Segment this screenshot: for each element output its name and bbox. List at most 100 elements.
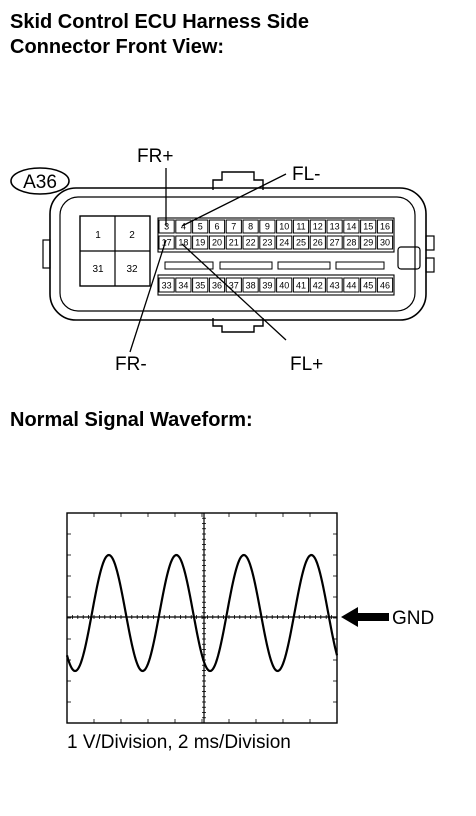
pin-row-1: 3 4 5 6 7 8 9 10 11 12 13 14 15 16 [158,219,394,234]
gnd-label: GND [392,608,434,629]
pin-label: 12 [313,222,323,232]
pin-label: 3 [164,222,169,232]
pin-label: 33 [162,281,172,291]
pin-label: 11 [296,222,305,232]
pin-label: 20 [212,238,222,248]
pin-9: 9 [259,219,276,234]
pin-25: 25 [292,235,310,250]
pin-37: 37 [225,277,242,293]
pin-45: 45 [360,277,377,293]
pin-24: 24 [276,235,293,250]
pin-8: 8 [242,219,259,234]
fl-plus-leader [181,243,287,341]
pin-label: 39 [262,281,272,291]
pin-label: 46 [380,281,390,291]
pin-14: 14 [343,219,360,234]
pin-18: 18 [175,235,192,250]
pin-19: 19 [192,235,209,250]
pin-label: 45 [363,281,373,291]
pin-label: 5 [198,222,203,232]
pin-label: 8 [248,222,253,232]
pin-30: 30 [376,235,394,250]
pin-label: 22 [246,238,256,248]
pin-11: 11 [292,219,310,234]
pin-44: 44 [343,277,360,293]
pin-label: 41 [296,281,306,291]
pin-label: 6 [214,222,219,232]
pin-43: 43 [326,277,343,293]
pin-29: 29 [360,235,377,250]
pin-label: 14 [346,222,356,232]
fl-minus-label: FL- [292,164,321,185]
scope-grid-ticks [66,512,338,724]
connector-id-label: A36 [23,172,57,193]
pin-label: 13 [330,222,340,232]
pin-35: 35 [192,277,209,293]
gnd-arrow-icon [341,607,389,627]
pin-27: 27 [326,235,343,250]
pin-10: 10 [276,219,293,234]
pin-label: 9 [265,222,270,232]
pin-label: 38 [246,281,256,291]
fr-minus-leader [129,239,167,353]
pin-label: 43 [330,281,340,291]
pin-label: 27 [330,238,340,248]
pin-label: 26 [313,238,323,248]
pin-20: 20 [208,235,226,250]
pin-23: 23 [259,235,276,250]
pin-31: 31 [92,264,104,275]
pin-2: 2 [129,230,135,241]
pin-label: 40 [279,281,289,291]
fr-minus-label: FR- [115,354,147,375]
fl-minus-leader [181,173,287,227]
pin-4: 4 [175,219,192,234]
pin-38: 38 [242,277,259,293]
pin-41: 41 [292,277,310,293]
pin-label: 21 [229,238,239,248]
pin-label: 28 [346,238,356,248]
pin-6: 6 [208,219,226,234]
pin-label: 23 [262,238,272,248]
pin-34: 34 [175,277,192,293]
fl-plus-label: FL+ [290,354,323,375]
signal-waveform [65,553,339,673]
pin-12: 12 [309,219,326,234]
pin-13: 13 [326,219,343,234]
pin-17: 17 [158,235,175,250]
pin-label: 16 [380,222,390,232]
connector-title-line2: Connector Front View: [10,36,225,58]
pin-label: 30 [380,238,390,248]
pin-28: 28 [343,235,360,250]
pin-label: 4 [181,222,186,232]
pin-label: 15 [363,222,373,232]
callout-lines [129,168,287,353]
pin-label: 18 [178,238,188,248]
pin-15: 15 [360,219,377,234]
pin-label: 10 [279,222,289,232]
pin-40: 40 [276,277,293,293]
pin-label: 7 [231,222,236,232]
pin-21: 21 [225,235,242,250]
fr-plus-label: FR+ [137,146,173,167]
pin-42: 42 [309,277,326,293]
pin-5: 5 [192,219,209,234]
pin-1: 1 [95,230,101,241]
waveform-title: Normal Signal Waveform: [10,409,253,431]
pin-label: 34 [178,281,188,291]
pin-16: 16 [376,219,394,234]
connector-id-badge: A36 [10,167,70,195]
pin-label: 37 [229,281,239,291]
connector-body [42,171,435,333]
pin-label: 44 [346,281,356,291]
pin-label: 42 [313,281,323,291]
large-pin-labels: 1 2 31 32 [92,230,138,275]
connector-title-line1: Skid Control ECU Harness Side [10,11,309,33]
pin-label: 19 [195,238,205,248]
pin-46: 46 [376,277,394,293]
pin-26: 26 [309,235,326,250]
pin-label: 24 [279,238,289,248]
pin-label: 36 [212,281,222,291]
